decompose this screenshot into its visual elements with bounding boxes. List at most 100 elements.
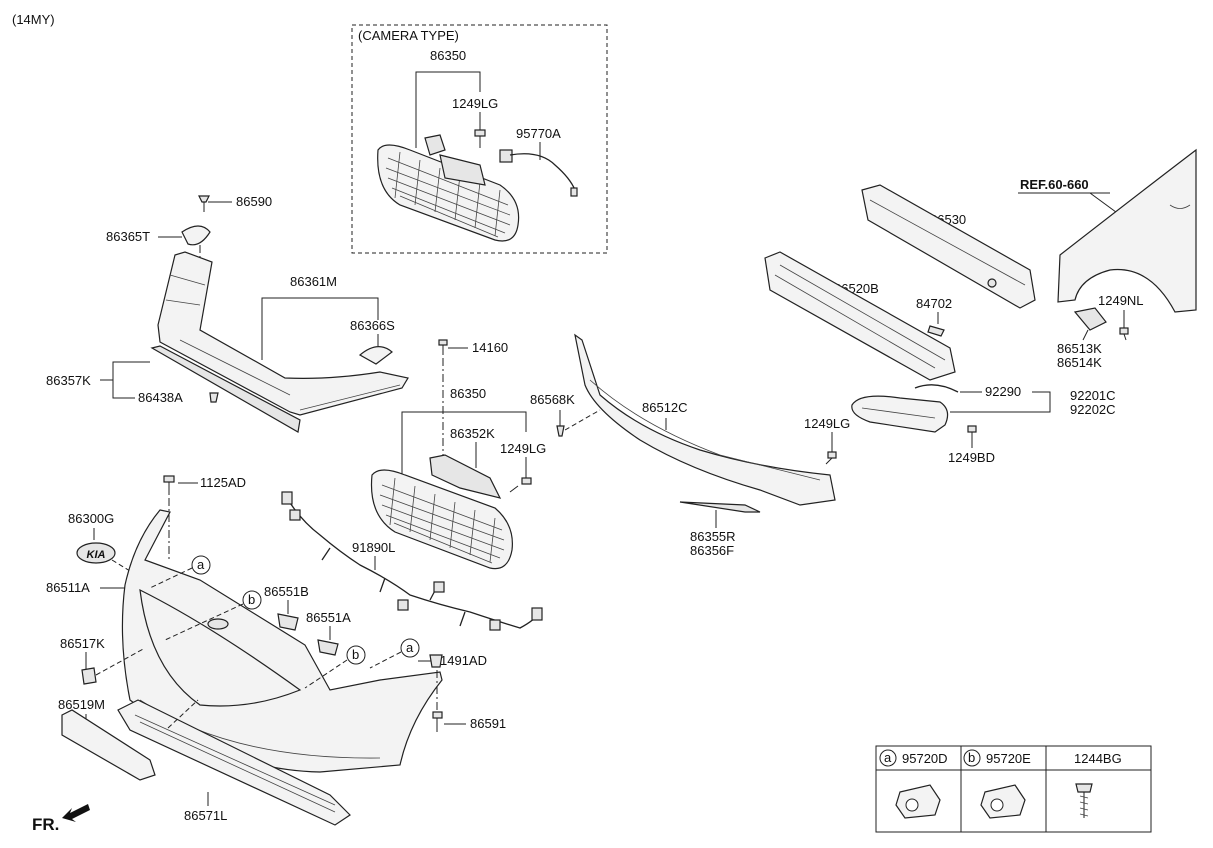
label-92202c: 92202C <box>1070 402 1116 417</box>
bracket-86513k <box>1073 307 1107 331</box>
molding-86355r <box>679 501 761 513</box>
pad-84702 <box>927 325 945 337</box>
leader-92201c <box>950 391 1051 413</box>
leader-86361m <box>261 297 379 360</box>
label-1491ad: 1491AD <box>440 653 487 668</box>
label-86355r: 86355R <box>690 529 736 544</box>
sensor-95720d-icon <box>895 784 941 819</box>
model-year-label: (14MY) <box>12 12 55 27</box>
camera-type-box <box>351 24 608 254</box>
socket-92290 <box>914 384 959 393</box>
clip-86568k <box>556 425 565 437</box>
label-ref-60-660: REF.60-660 <box>1020 177 1089 192</box>
label-86514k: 86514K <box>1057 355 1102 370</box>
upper-cover-86361m <box>157 251 409 416</box>
license-bracket-86519m <box>61 709 156 781</box>
kia-badge-text: KIA <box>87 549 106 561</box>
label-1249lg-mid: 1249LG <box>500 441 546 456</box>
screw-1125ad <box>163 475 175 495</box>
callout-b-right: b <box>304 645 366 689</box>
front-arrow-icon <box>62 804 90 822</box>
label-91890l: 91890L <box>352 540 395 555</box>
label-86517k: 86517K <box>60 636 105 651</box>
screw-86591 <box>432 711 443 732</box>
label-92201c: 92201C <box>1070 388 1116 403</box>
label-86352k: 86352K <box>450 426 495 441</box>
camera-type-title: (CAMERA TYPE) <box>358 28 459 43</box>
leader-86513k <box>1082 329 1089 341</box>
dash-86568k <box>564 409 601 431</box>
cap-86517k <box>81 667 97 685</box>
kia-badge-86300g: KIA <box>76 542 116 564</box>
grille-86350 <box>370 469 513 570</box>
callout-b-right-text: b <box>352 647 359 662</box>
label-14160: 14160 <box>472 340 508 355</box>
bracket-86352k <box>429 454 502 499</box>
callout-a-right-text: a <box>406 640 414 655</box>
label-86568k: 86568K <box>530 392 575 407</box>
screw-14160 <box>438 339 448 355</box>
fender-ref-60-660 <box>1057 148 1197 313</box>
label-84702: 84702 <box>916 296 952 311</box>
sensor-95720e-icon <box>980 784 1026 819</box>
label-86350: 86350 <box>450 386 486 401</box>
label-86571l: 86571L <box>184 808 227 823</box>
camera-grille-part <box>377 134 520 242</box>
label-86365t: 86365T <box>106 229 150 244</box>
label-95770a: 95770A <box>516 126 561 141</box>
beam-86530 <box>861 184 1036 309</box>
cover-86366s <box>358 346 393 365</box>
label-86357k: 86357K <box>46 373 91 388</box>
label-86590: 86590 <box>236 194 272 209</box>
cover-86365t <box>181 225 211 246</box>
front-indicator: FR. <box>32 815 59 834</box>
absorber-86520b <box>764 251 956 381</box>
legend-a-part: 95720D <box>902 751 948 766</box>
dash-86517k <box>95 647 146 676</box>
label-86513k: 86513K <box>1057 341 1102 356</box>
fog-lamp-92201c <box>851 395 949 433</box>
leader-86357k-bottom <box>112 380 135 399</box>
clip-86438a <box>209 392 219 403</box>
bolt-1249lg-mid <box>509 477 532 493</box>
wiring-harness-91890l <box>281 491 543 631</box>
bracket-86551b <box>277 613 299 631</box>
legend-b-letter: b <box>968 750 975 765</box>
label-1249bd: 1249BD <box>948 450 995 465</box>
strip-86357k <box>150 345 301 433</box>
clip-86590 <box>198 195 210 212</box>
label-92290: 92290 <box>985 384 1021 399</box>
bolt-1249bd <box>967 425 977 446</box>
label-1249nl: 1249NL <box>1098 293 1144 308</box>
label-86361m: 86361M <box>290 274 337 289</box>
bolt-1249nl <box>1119 327 1129 341</box>
label-86519m: 86519M <box>58 697 105 712</box>
label-86591: 86591 <box>470 716 506 731</box>
label-86551b: 86551B <box>264 584 309 599</box>
label-86300g: 86300G <box>68 511 114 526</box>
skid-plate-86571l <box>117 699 351 826</box>
callout-b-left-text: b <box>248 592 255 607</box>
bolt-1249lg-camera <box>474 129 486 148</box>
label-86356f: 86356F <box>690 543 734 558</box>
leader-ref <box>1089 192 1121 216</box>
label-1249lg-right: 1249LG <box>804 416 850 431</box>
callout-a-left: a <box>149 555 211 589</box>
camera-wire-95770a <box>499 149 578 197</box>
leader-86357k-top <box>100 361 150 381</box>
leader-86350 <box>401 411 527 475</box>
bolt-1249lg-right <box>825 451 837 465</box>
dash-skid <box>167 699 199 729</box>
legend-a-letter: a <box>884 750 892 765</box>
lower-insert-86512c <box>574 333 836 506</box>
callout-b-left: b <box>164 590 262 641</box>
label-86438a: 86438A <box>138 390 183 405</box>
callout-a-left-text: a <box>197 557 205 572</box>
label-86350-camera: 86350 <box>430 48 466 63</box>
bracket-86551a <box>317 639 339 656</box>
callout-a-right: a <box>369 638 420 669</box>
label-86512c: 86512C <box>642 400 688 415</box>
label-86511a: 86511A <box>46 580 90 595</box>
legend-b-part: 95720E <box>986 751 1031 766</box>
